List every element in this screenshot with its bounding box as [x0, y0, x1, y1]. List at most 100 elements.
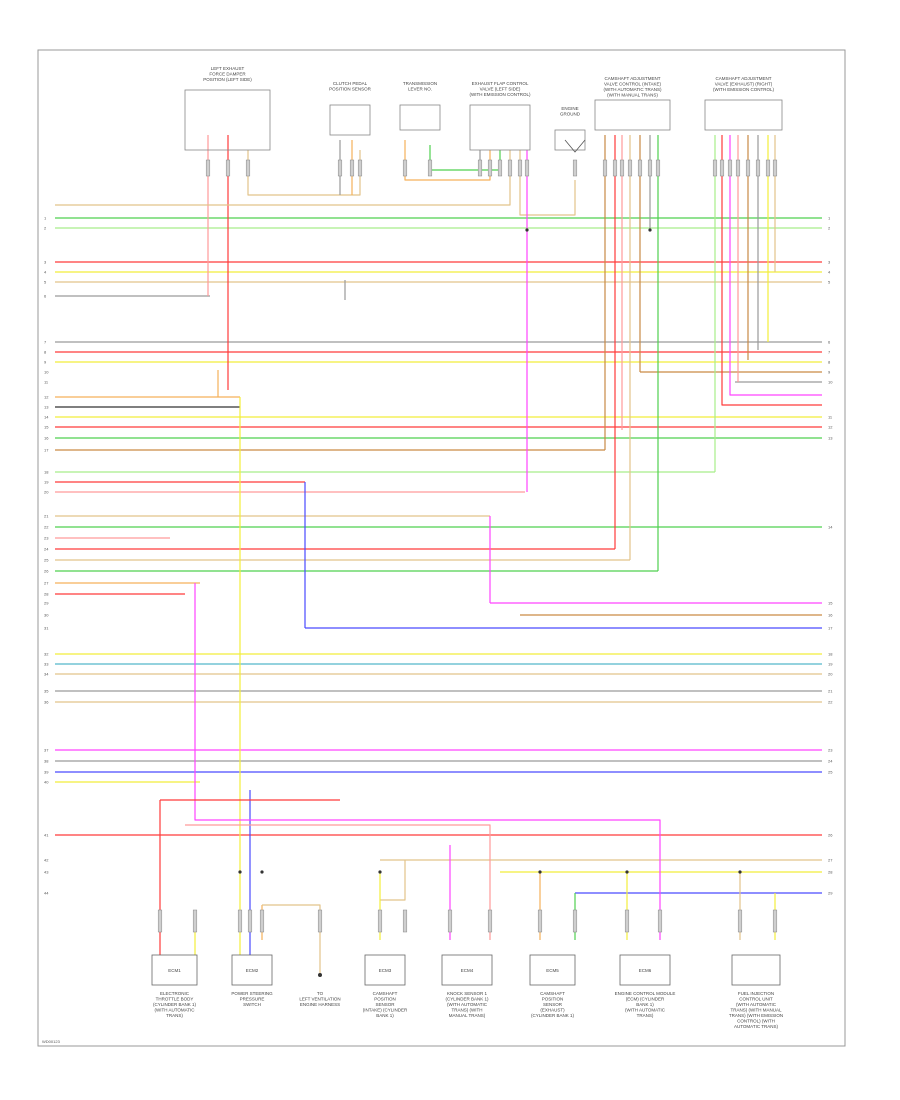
top-component-1-label-3: POSITION (LEFT SIDE)	[203, 77, 252, 82]
pin-stub-top-12	[507, 159, 513, 177]
left-pin-7: 7	[44, 340, 47, 345]
bottom-component-3-label-2: LEFT VENTILATION	[299, 997, 340, 1002]
right-pin-4: 4	[828, 270, 831, 275]
right-pin-29: 29	[828, 891, 833, 896]
pin-stub-top-19	[627, 159, 633, 177]
bottom-component-8-label-7: AUTOMATIC TRANS)	[734, 1024, 779, 1029]
bottom-component-6-label-3: SENSOR	[543, 1002, 563, 1007]
bottom-component-box-6	[529, 954, 576, 986]
left-pin-13: 13	[44, 405, 49, 410]
left-pin-11: 11	[44, 380, 49, 385]
top-connector-2	[329, 104, 371, 136]
routed-wire-22	[729, 135, 822, 396]
bottom-component-1-label-1: ELECTRONIC	[160, 991, 190, 996]
bottom-component-2-label-2: PRESSURE	[240, 997, 265, 1002]
left-pin-12: 12	[44, 395, 49, 400]
pin-stub-top-20	[637, 159, 643, 177]
pin-stub-bottom-7	[377, 909, 383, 933]
top-component-7-label-1: CAMSHAFT ADJUSTMENT	[716, 76, 772, 81]
pin-stub-top-1	[205, 159, 211, 177]
pin-stub-bottom-8	[402, 909, 408, 933]
left-pin-42: 42	[44, 858, 49, 863]
bottom-component-7-label-4: (WITH AUTOMATIC	[625, 1008, 666, 1013]
right-pin-1: 1	[828, 216, 831, 221]
right-pin-18: 18	[828, 652, 833, 657]
top-component-4-label-1: EXHAUST FLAP CONTROL	[472, 81, 529, 86]
left-pin-35: 35	[44, 689, 49, 694]
pin-stub-top-10	[487, 159, 493, 177]
pin-stub-top-16	[602, 159, 608, 177]
bottom-component-1-label-5: TRANS)	[166, 1013, 183, 1018]
left-pin-26: 26	[44, 569, 49, 574]
left-pin-41: 41	[44, 833, 49, 838]
left-pin-28: 28	[44, 592, 49, 597]
pin-stub-bottom-5	[259, 909, 265, 933]
pin-stub-top-24	[719, 159, 725, 177]
bottom-component-2-label-1: POWER STEERING	[231, 991, 273, 996]
right-pin-17: 17	[828, 626, 833, 631]
top-connector-4	[469, 104, 531, 151]
bottom-component-4-label-3: SENSOR	[375, 1002, 395, 1007]
pin-stub-bottom-11	[537, 909, 543, 933]
splice-dot-1	[238, 870, 242, 874]
pin-stub-bottom-2	[192, 909, 198, 933]
left-pin-14: 14	[44, 415, 49, 420]
pin-stub-top-5	[349, 159, 355, 177]
pin-stub-top-26	[735, 159, 741, 177]
left-pin-29: 29	[44, 601, 49, 606]
bottom-component-8-label-1: FUEL INJECTION	[738, 991, 774, 996]
left-pin-16: 16	[44, 436, 49, 441]
pin-stub-top-27	[745, 159, 751, 177]
splice-dot-4	[538, 870, 542, 874]
bottom-component-box-4	[364, 954, 406, 986]
pin-stub-top-18	[619, 159, 625, 177]
splice-dot-2	[260, 870, 264, 874]
bottom-component-3-label-1: TO	[317, 991, 324, 996]
routed-wire-21	[721, 135, 822, 406]
bottom-component-1-code: ECM1	[168, 968, 181, 973]
top-component-6-label-3: (WITH AUTOMATIC TRANS)	[604, 87, 663, 92]
footer-code: WD00123	[42, 1039, 61, 1044]
right-pin-26: 26	[828, 833, 833, 838]
bottom-component-6-label-1: CAMSHAFT	[540, 991, 565, 996]
pin-stub-top-6	[357, 159, 363, 177]
pin-stub-top-8	[427, 159, 433, 177]
pin-stub-bottom-1	[157, 909, 163, 933]
pin-stub-top-28	[755, 159, 761, 177]
bottom-component-7-label-2: (ECM) (CYLINDER	[626, 997, 665, 1002]
splice-dot-6	[738, 870, 742, 874]
routed-wire-37	[380, 860, 406, 901]
bottom-component-8-label-3: (WITH AUTOMATIC	[736, 1002, 777, 1007]
right-pin-9: 9	[828, 370, 831, 375]
top-component-1-label-1: LEFT EXHAUST	[211, 66, 245, 71]
right-pin-3: 3	[828, 260, 831, 265]
left-pin-15: 15	[44, 425, 49, 430]
bottom-component-8-label-2: CONTROL UNIT	[739, 997, 773, 1002]
routed-wire-32	[194, 583, 661, 940]
pin-stub-top-15	[572, 159, 578, 177]
bottom-component-6-code: ECM5	[546, 968, 559, 973]
pin-stub-top-17	[612, 159, 618, 177]
bottom-component-5-code: ECM4	[461, 968, 474, 973]
bottom-component-2-label-3: SWITCH	[243, 1002, 261, 1007]
left-pin-40: 40	[44, 780, 49, 785]
right-pin-27: 27	[828, 858, 833, 863]
left-pin-25: 25	[44, 558, 49, 563]
left-pin-24: 24	[44, 547, 49, 552]
bottom-component-4-label-2: POSITION	[374, 997, 396, 1002]
right-pin-7: 7	[828, 350, 831, 355]
bottom-component-5-label-5: MANUAL TRANS)	[449, 1013, 486, 1018]
bottom-component-4-label-5: BANK 1)	[376, 1013, 394, 1018]
pin-stub-top-23	[712, 159, 718, 177]
right-pin-12: 12	[828, 425, 833, 430]
right-pin-23: 23	[828, 748, 833, 753]
bottom-component-4-label-4: (INTAKE) (CYLINDER	[363, 1008, 408, 1013]
top-component-7-label-3: (WITH EMISSION CONTROL)	[713, 87, 774, 92]
left-pin-9: 9	[44, 360, 47, 365]
routed-wire-11	[519, 150, 576, 216]
left-pin-36: 36	[44, 700, 49, 705]
pin-stub-bottom-3	[237, 909, 243, 933]
left-pin-4: 4	[44, 270, 47, 275]
bottom-component-1-label-2: THROTTLE BODY	[156, 997, 194, 1002]
